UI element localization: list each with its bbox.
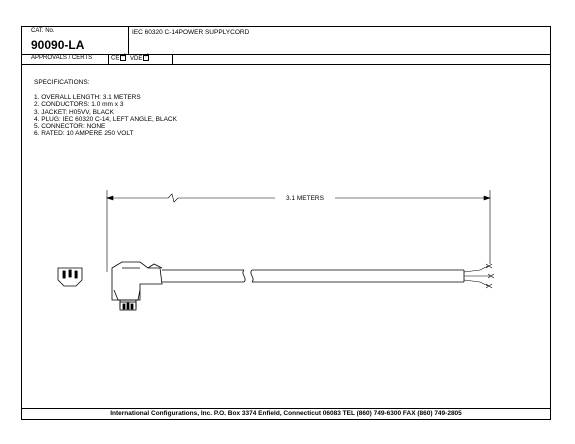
spec-item: 3. JACKET: H05VV, BLACK — [34, 108, 114, 116]
approvals-row: APPROVALS / CERTS CE VDE — [22, 53, 550, 65]
cat-label: CAT. No. — [31, 28, 55, 34]
angled-plug — [111, 261, 163, 311]
approvals-label: APPROVALS / CERTS — [31, 55, 93, 61]
spec-sheet: CAT. No. 90090-LA IEC 60320 C-14POWER SU… — [21, 26, 551, 420]
product-description: IEC 60320 C-14POWER SUPPLYCORD — [132, 29, 250, 36]
length-label: 3.1 METERS — [286, 195, 325, 202]
plug-face-icon — [57, 267, 83, 287]
cord — [162, 269, 465, 283]
spec-item: 4. PLUG: IEC 60320 C-14, LEFT ANGLE, BLA… — [34, 115, 177, 123]
approval-ce-label: CE — [111, 55, 120, 62]
approval-list: CE VDE — [111, 53, 149, 63]
spec-item: 5. CONNECTOR: NONE — [34, 123, 106, 131]
cat-number: 90090-LA — [31, 38, 85, 52]
footer-company-info: International Configurations, Inc. P.O. … — [22, 408, 550, 419]
specifications: SPECIFICATIONS: 1. OVERALL LENGTH: 3.1 M… — [34, 79, 177, 137]
dimension-line — [106, 190, 491, 272]
specifications-title: SPECIFICATIONS: — [34, 79, 90, 86]
spec-item: 1. OVERALL LENGTH: 3.1 METERS — [34, 94, 141, 102]
approvals-divider-2 — [172, 54, 173, 64]
header-row: CAT. No. 90090-LA IEC 60320 C-14POWER SU… — [22, 27, 550, 55]
approval-ce-checkbox — [120, 53, 126, 61]
spec-item: 2. CONDUCTORS: 1.0 mm x 3 — [34, 101, 124, 109]
approval-vde-checkbox — [143, 53, 149, 61]
approvals-divider — [108, 54, 109, 64]
wire-ends — [463, 263, 495, 289]
header-divider — [128, 27, 129, 54]
approval-vde-label: VDE — [130, 55, 143, 62]
spec-item: 6. RATED: 10 AMPERE 250 VOLT — [34, 130, 134, 138]
